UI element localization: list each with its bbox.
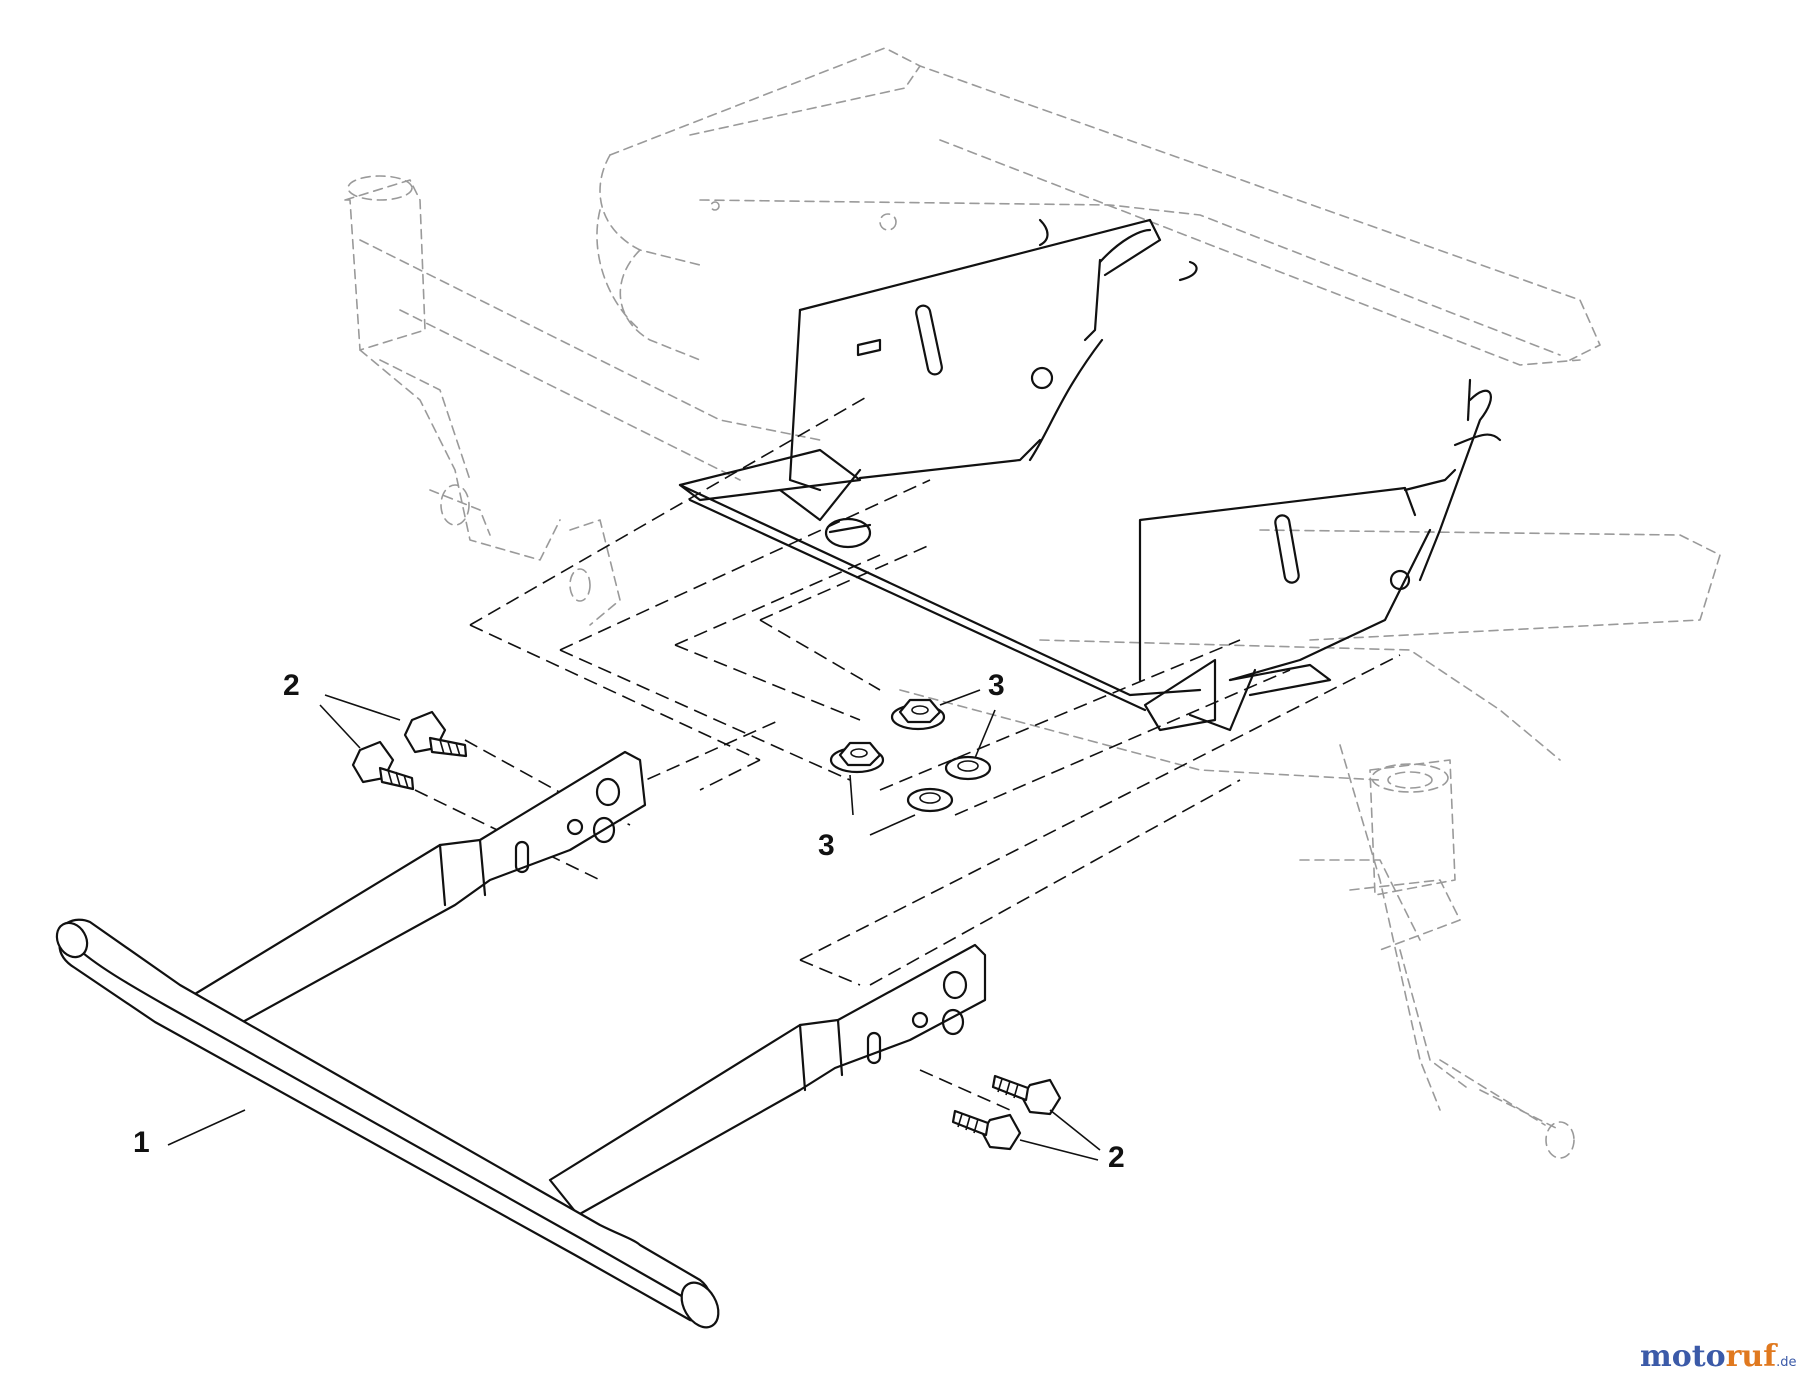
callout-1: 1 (133, 1126, 150, 1159)
callouts: 2 3 3 1 2 (133, 669, 1125, 1174)
hex-bolt-icon (403, 710, 468, 758)
logo-wordmark: motoruf.de (1640, 1339, 1797, 1374)
front-bumper (55, 750, 987, 1329)
bolts (351, 710, 1062, 1151)
flange-nut-icon (829, 741, 885, 774)
callout-3-upper: 3 (988, 669, 1005, 702)
motoruf-logo: motoruf.de (1640, 1339, 1797, 1374)
hex-bolt-icon (991, 1074, 1062, 1116)
callout-3-lower: 3 (818, 829, 835, 862)
footrest-pan (678, 218, 1502, 732)
callout-2-upper: 2 (283, 669, 300, 702)
ghost-frame (344, 47, 1721, 1159)
leader-lines (167, 689, 1101, 1161)
hex-bolt-icon (951, 1109, 1022, 1151)
callout-2-lower: 2 (1108, 1141, 1125, 1174)
flange-nut-icon (944, 755, 992, 781)
flange-nut-icon (890, 698, 946, 731)
flange-nut-icon (906, 787, 954, 813)
hex-bolt-icon (351, 740, 415, 791)
flange-nuts (829, 698, 992, 813)
